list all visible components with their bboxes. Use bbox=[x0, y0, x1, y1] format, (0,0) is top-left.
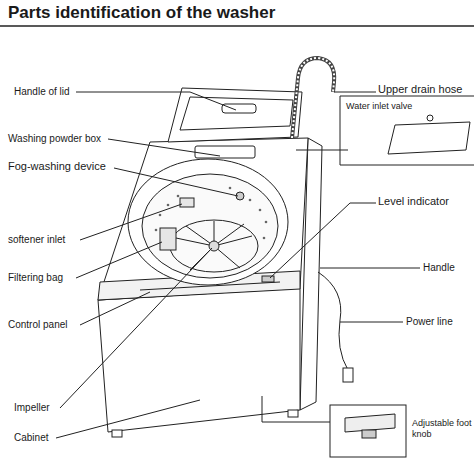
part-label: Upper drain hose bbox=[378, 84, 462, 95]
part-label: Water inlet valve bbox=[346, 101, 412, 112]
foot-inset bbox=[330, 405, 406, 457]
part-label: Washing powder box bbox=[8, 133, 101, 144]
part-label: Handle of lid bbox=[14, 86, 70, 97]
part-label: Fog-washing device bbox=[8, 161, 106, 172]
part-label: Control panel bbox=[8, 319, 67, 330]
leader-lines bbox=[56, 92, 420, 438]
plug bbox=[343, 368, 353, 382]
lid-inner bbox=[180, 97, 293, 130]
part-label: softener inlet bbox=[8, 234, 65, 245]
diagram-title: Parts identification of the washer bbox=[8, 3, 275, 23]
valve-detail bbox=[388, 122, 470, 154]
inset-frame bbox=[340, 96, 474, 165]
cabinet-top bbox=[98, 138, 308, 300]
impeller-vanes bbox=[176, 221, 252, 270]
tub-rim bbox=[128, 159, 288, 285]
part-label: Cabinet bbox=[14, 432, 48, 443]
lid-handle bbox=[222, 104, 256, 113]
cabinet-front bbox=[98, 288, 300, 432]
drain-hose bbox=[292, 58, 334, 138]
foot bbox=[288, 410, 298, 417]
part-label: Handle bbox=[423, 262, 455, 273]
filtering-bag bbox=[160, 228, 176, 250]
foot bbox=[112, 430, 122, 437]
part-label: Impeller bbox=[14, 402, 50, 413]
softener-inlet bbox=[180, 198, 194, 207]
part-label: Level indicator bbox=[378, 196, 449, 207]
power-cord bbox=[318, 272, 348, 370]
impeller-disc bbox=[170, 220, 258, 272]
foot-knob bbox=[362, 430, 376, 438]
level-indicator bbox=[262, 276, 274, 282]
inset-frame bbox=[340, 96, 474, 97]
foot-detail bbox=[345, 414, 395, 432]
part-label: Power line bbox=[406, 316, 453, 327]
powder-box bbox=[195, 146, 255, 158]
title-rule bbox=[0, 25, 474, 27]
part-label: Filtering bag bbox=[8, 272, 63, 283]
valve-detail bbox=[427, 115, 433, 121]
lid bbox=[168, 88, 302, 142]
part-label: Adjustable foot knob bbox=[412, 418, 472, 440]
drain-hose-ribs bbox=[292, 58, 334, 138]
